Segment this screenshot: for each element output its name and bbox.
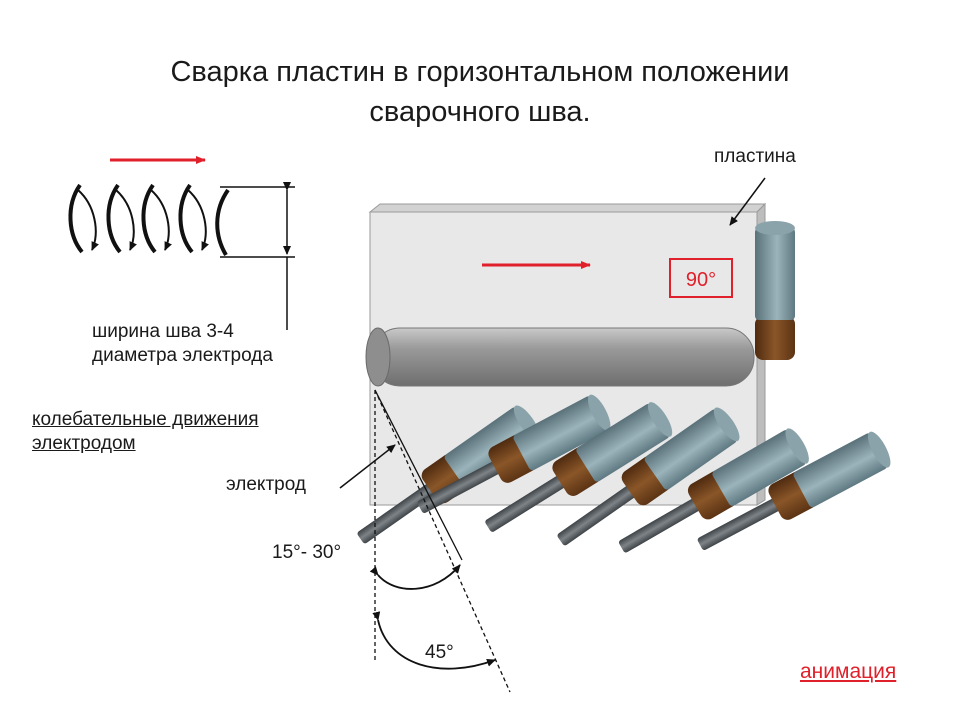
seam-width-line-1: ширина шва 3-4 (92, 321, 234, 342)
plate-pointer (729, 177, 766, 226)
oscillation-arcs (68, 183, 230, 257)
angle-arcs (369, 564, 496, 670)
angle-45-label: 45° (425, 642, 454, 663)
oscillation-line-2: электродом (32, 433, 136, 454)
angle-range-label: 15°- 30° (272, 542, 342, 563)
seam-width-label: ширина шва 3-4 диаметра электрода (92, 320, 273, 368)
electrode-label: электрод (226, 474, 306, 495)
seam-width-line-2: диаметра электрода (92, 345, 273, 366)
plate-label: пластина (714, 146, 796, 167)
weld-seam (365, 327, 755, 387)
oscillation-line-1: колебательные движения (32, 409, 259, 430)
title-line-2: сварочного шва. (369, 96, 591, 128)
title-line-1: Сварка пластин в горизонтальном положени… (170, 56, 790, 88)
angle-90-box: 90° (669, 258, 733, 298)
electrode-pointer (339, 444, 396, 489)
page-title: Сварка пластин в горизонтальном положени… (0, 52, 960, 132)
electrode-vertical (755, 221, 795, 360)
oscillation-label: колебательные движения электродом (32, 408, 259, 456)
animation-link[interactable]: анимация (800, 660, 897, 683)
seam-width-dimension (220, 182, 295, 330)
